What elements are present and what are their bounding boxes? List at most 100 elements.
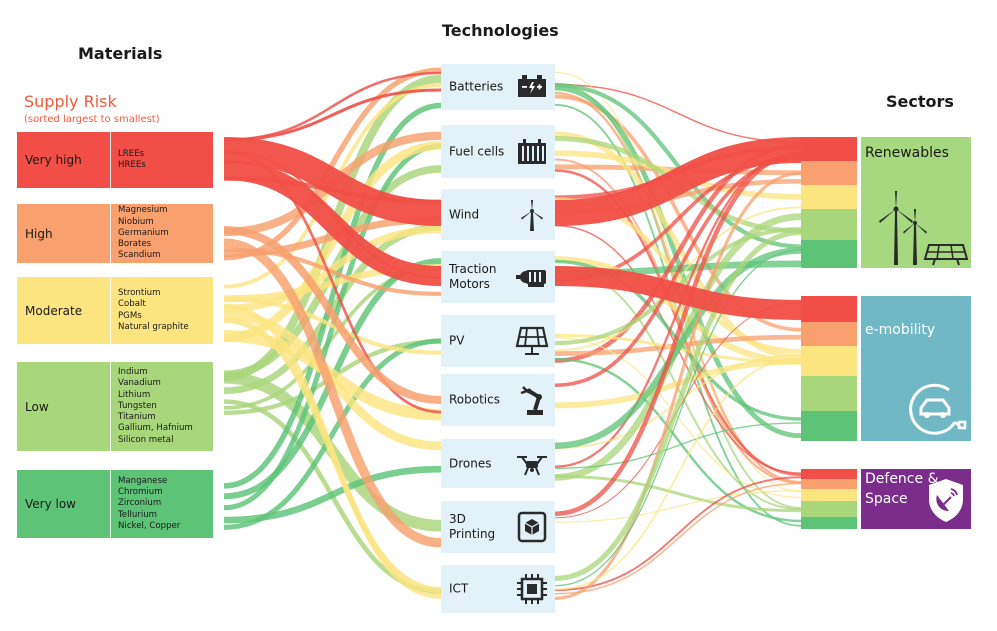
satellite-dish-icon bbox=[929, 479, 963, 522]
tech-label: ICT bbox=[449, 581, 469, 596]
battery-icon bbox=[518, 75, 546, 97]
flow-ribbon bbox=[554, 249, 802, 587]
flow-ribbon bbox=[554, 474, 802, 513]
material-name: Strontium bbox=[118, 288, 161, 299]
flow-ribbon bbox=[554, 229, 802, 582]
material-name: PGMs bbox=[118, 310, 142, 321]
material-name: Borates bbox=[118, 239, 152, 250]
material-group-moderate: Moderate Strontium Cobalt PGMs Natural g… bbox=[17, 277, 213, 344]
flow-ribbon bbox=[554, 171, 802, 600]
fuel-cell-icon bbox=[518, 138, 546, 164]
printer-3d-icon bbox=[517, 511, 547, 543]
material-name: Natural graphite bbox=[118, 321, 189, 332]
risk-level-label: High bbox=[25, 226, 53, 241]
material-name: Germanium bbox=[118, 227, 169, 238]
flow-ribbon bbox=[223, 297, 442, 355]
risk-level-label: Low bbox=[25, 399, 49, 414]
flow-ribbon bbox=[554, 490, 802, 523]
material-name: Tellurium bbox=[118, 509, 158, 520]
tech-pv: PV bbox=[441, 315, 555, 367]
material-name: Silicon metal bbox=[118, 434, 174, 445]
chip-icon bbox=[517, 574, 547, 604]
flow-ribbon bbox=[554, 85, 802, 439]
tech-label: Batteries bbox=[449, 79, 504, 94]
technologies-heading: Technologies bbox=[442, 21, 559, 40]
robot-arm-icon bbox=[520, 386, 543, 415]
sector-e-mobility: e-mobility bbox=[861, 296, 971, 441]
tech-label: 3D Printing bbox=[449, 512, 496, 541]
material-name: Manganese bbox=[118, 475, 168, 486]
risk-level-label: Very high bbox=[25, 153, 82, 167]
material-name: Scandium bbox=[118, 250, 161, 261]
tech-fuel-cells: Fuel cells bbox=[441, 125, 555, 178]
material-name: Tungsten bbox=[118, 400, 157, 411]
sector-label: Renewables bbox=[865, 145, 949, 161]
tech-label: Robotics bbox=[449, 392, 500, 407]
defence-risk-breakdown bbox=[801, 469, 857, 529]
flow-ribbon bbox=[223, 88, 442, 142]
material-group-very-high: Very high LREEs HREEs bbox=[17, 132, 213, 188]
electric-car-icon bbox=[909, 383, 967, 435]
material-name: Magnesium bbox=[118, 205, 168, 216]
material-name: Zirconium bbox=[118, 498, 162, 509]
flow-ribbon bbox=[554, 266, 802, 320]
tech-batteries: Batteries bbox=[441, 64, 555, 110]
solar-panel-icon bbox=[515, 326, 549, 355]
tech-wind: Wind bbox=[441, 189, 555, 240]
renewables-risk-breakdown bbox=[801, 137, 857, 268]
flow-ribbon bbox=[554, 83, 802, 143]
flow-ribbon bbox=[223, 141, 442, 342]
sector-renewables: Renewables bbox=[861, 137, 971, 268]
material-name: Indium bbox=[118, 367, 148, 378]
flow-ribbon bbox=[554, 158, 802, 485]
material-name: Vanadium bbox=[118, 378, 161, 389]
flow-ribbon bbox=[554, 476, 802, 592]
tech-drones: Drones bbox=[441, 439, 555, 488]
material-name: Cobalt bbox=[118, 299, 146, 310]
sector-defence-space: Defence & Space bbox=[861, 469, 971, 529]
e-mobility-risk-breakdown bbox=[801, 296, 857, 441]
material-list: Strontium Cobalt PGMs Natural graphite bbox=[118, 277, 189, 344]
material-name: Chromium bbox=[118, 487, 163, 498]
tech-label: Drones bbox=[449, 456, 492, 470]
flow-ribbon bbox=[554, 247, 802, 449]
tech-robotics: Robotics bbox=[441, 374, 555, 426]
flow-ribbon bbox=[554, 482, 802, 595]
wind-solar-icon bbox=[879, 191, 969, 266]
risk-level-label: Moderate bbox=[25, 303, 83, 318]
flow-ribbon bbox=[223, 137, 442, 226]
material-group-very-low: Very low Manganese Chromium Zirconium Te… bbox=[17, 470, 213, 538]
sector-label: Defence & Space bbox=[865, 471, 939, 507]
flow-ribbon bbox=[223, 465, 442, 524]
tech-traction-motors: Traction Motors bbox=[441, 251, 555, 303]
material-name: Nickel, Copper bbox=[118, 520, 181, 531]
material-group-high: High Magnesium Niobium Germanium Borates… bbox=[17, 204, 213, 263]
material-name: Gallium, Hafnium bbox=[118, 423, 193, 434]
flow-ribbon bbox=[223, 160, 442, 286]
material-name: LREEs bbox=[118, 148, 145, 159]
flow-ribbon bbox=[554, 103, 802, 527]
flow-ribbon bbox=[554, 357, 802, 591]
flow-ribbon bbox=[223, 71, 442, 142]
material-list: Magnesium Niobium Germanium Borates Scan… bbox=[118, 204, 169, 263]
motor-icon bbox=[516, 270, 546, 287]
material-name: Lithium bbox=[118, 389, 151, 400]
tech-label: PV bbox=[449, 333, 465, 348]
supply-risk-note: (sorted largest to smallest) bbox=[24, 114, 160, 125]
drone-icon bbox=[517, 455, 547, 475]
wind-turbine-icon bbox=[521, 199, 543, 231]
flow-ribbon bbox=[554, 206, 802, 352]
flow-ribbon bbox=[223, 102, 442, 489]
tech-label: Fuel cells bbox=[449, 144, 505, 158]
flow-ribbon bbox=[223, 225, 442, 313]
tech-3d-printing: 3D Printing bbox=[441, 501, 555, 553]
material-group-low: Low Indium Vanadium Lithium Tungsten Tit… bbox=[17, 362, 213, 451]
materials-heading: Materials bbox=[78, 44, 163, 63]
material-list: Indium Vanadium Lithium Tungsten Titaniu… bbox=[118, 362, 193, 451]
flow-ribbon bbox=[554, 83, 802, 249]
material-name: Titanium bbox=[118, 412, 156, 423]
flow-ribbon bbox=[223, 317, 442, 593]
tech-label: Wind bbox=[449, 207, 480, 221]
flow-ribbon bbox=[223, 226, 442, 404]
